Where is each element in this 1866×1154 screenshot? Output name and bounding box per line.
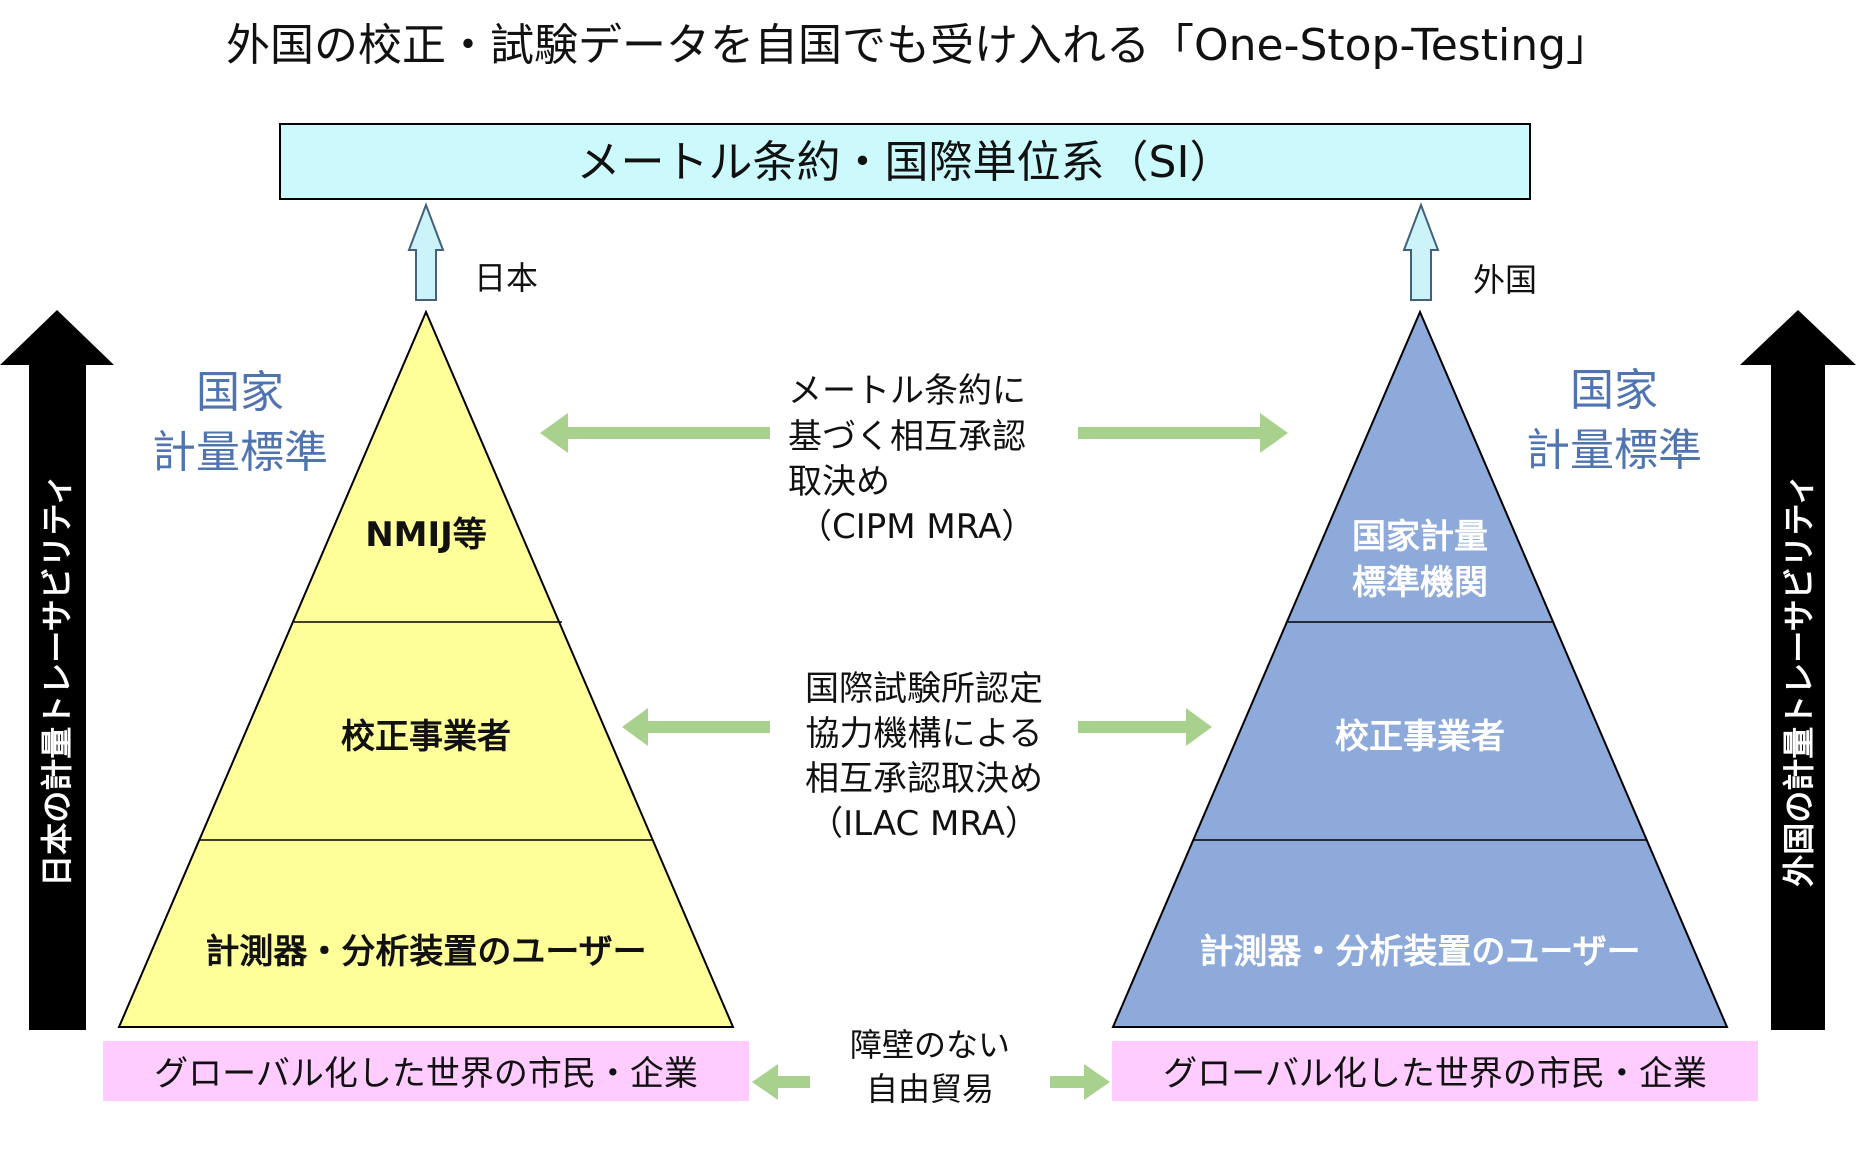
national-standard-line1: 国家: [1570, 365, 1658, 416]
cipm-line4: （CIPM MRA）: [798, 507, 1035, 547]
citizens-box-right-rect: [1112, 1041, 1758, 1101]
right-arrow-icon-cipm: [1078, 413, 1288, 453]
pyramid-japan-body: [117, 309, 735, 1028]
trade-line2: 自由貿易: [866, 1070, 994, 1108]
pyramid-foreign-body: [1111, 309, 1729, 1028]
national-standard-label-left: 国家 計量標準: [152, 367, 328, 478]
country-label-foreign: 外国: [1473, 261, 1537, 299]
up-arrow-icon-japan: [407, 202, 445, 301]
diagram-title: 外国の校正・試験データを自国でも受け入れる「One-Stop-Testing」: [226, 20, 1610, 71]
left-arrow-icon-cipm: [540, 413, 770, 453]
ilac-mra-block: 国際試験所認定 協力機構による 相互承認取決め （ILAC MRA）: [622, 669, 1212, 844]
up-arrow-icon-foreign: [1402, 202, 1440, 301]
si-box-rect: [279, 123, 1531, 200]
black-up-arrow-icon: [0, 310, 114, 1030]
pyramid-japan: NMIJ等 校正事業者 計測器・分析装置のユーザー: [117, 309, 735, 1028]
national-standard-line2: 計量標準: [152, 427, 328, 478]
traceability-arrow-foreign: 外国の計量トレーサビリティ: [1740, 310, 1856, 1030]
tier-label-nmi-line1: 国家計量: [1352, 517, 1488, 557]
black-up-arrow-icon: [1740, 310, 1856, 1030]
right-arrow-icon-trade: [1050, 1064, 1110, 1100]
traceability-label-foreign: 外国の計量トレーサビリティ: [1780, 473, 1818, 886]
citizens-box-left: グローバル化した世界の市民・企業: [103, 1041, 749, 1101]
cipm-line1: メートル条約に: [788, 371, 1026, 411]
si-box: メートル条約・国際単位系（SI）: [279, 123, 1531, 200]
ilac-line2: 協力機構による: [806, 714, 1043, 754]
pyramid-foreign: 国家計量 標準機関 校正事業者 計測器・分析装置のユーザー: [1111, 309, 1729, 1028]
tier-label-nmi-line2: 標準機関: [1352, 563, 1488, 603]
cipm-line3: 取決め: [788, 462, 890, 502]
tier-label-calibration: 校正事業者: [341, 717, 511, 757]
national-standard-label-right: 国家 計量標準: [1526, 365, 1702, 476]
left-arrow-icon-trade: [752, 1064, 810, 1100]
citizens-label-left: グローバル化した世界の市民・企業: [154, 1054, 698, 1094]
tier-label-users: 計測器・分析装置のユーザー: [1199, 932, 1640, 972]
ilac-line4: （ILAC MRA）: [809, 804, 1039, 844]
tier-label-calibration: 校正事業者: [1335, 717, 1505, 757]
cipm-mra-block: メートル条約に 基づく相互承認 取決め （CIPM MRA）: [540, 371, 1288, 547]
ilac-line1: 国際試験所認定: [805, 669, 1043, 709]
tier-label-users: 計測器・分析装置のユーザー: [205, 932, 646, 972]
country-label-japan: 日本: [474, 259, 538, 297]
left-arrow-icon-ilac: [622, 708, 770, 746]
si-box-label: メートル条約・国際単位系（SI）: [577, 137, 1234, 188]
trade-line1: 障壁のない: [850, 1026, 1010, 1064]
traceability-label-japan: 日本の計量トレーサビリティ: [38, 473, 76, 886]
cipm-line2: 基づく相互承認: [788, 417, 1026, 457]
national-standard-line1: 国家: [196, 367, 284, 418]
citizens-box-right: グローバル化した世界の市民・企業: [1112, 1041, 1758, 1101]
ilac-line3: 相互承認取決め: [805, 759, 1043, 799]
citizens-label-right: グローバル化した世界の市民・企業: [1163, 1054, 1707, 1094]
tier-label-nmij: NMIJ等: [365, 515, 487, 555]
free-trade-block: 障壁のない 自由貿易: [752, 1026, 1110, 1108]
traceability-arrow-japan: 日本の計量トレーサビリティ: [0, 310, 114, 1030]
national-standard-line2: 計量標準: [1526, 425, 1702, 476]
right-arrow-icon-ilac: [1078, 708, 1212, 746]
citizens-box-left-rect: [103, 1041, 749, 1101]
